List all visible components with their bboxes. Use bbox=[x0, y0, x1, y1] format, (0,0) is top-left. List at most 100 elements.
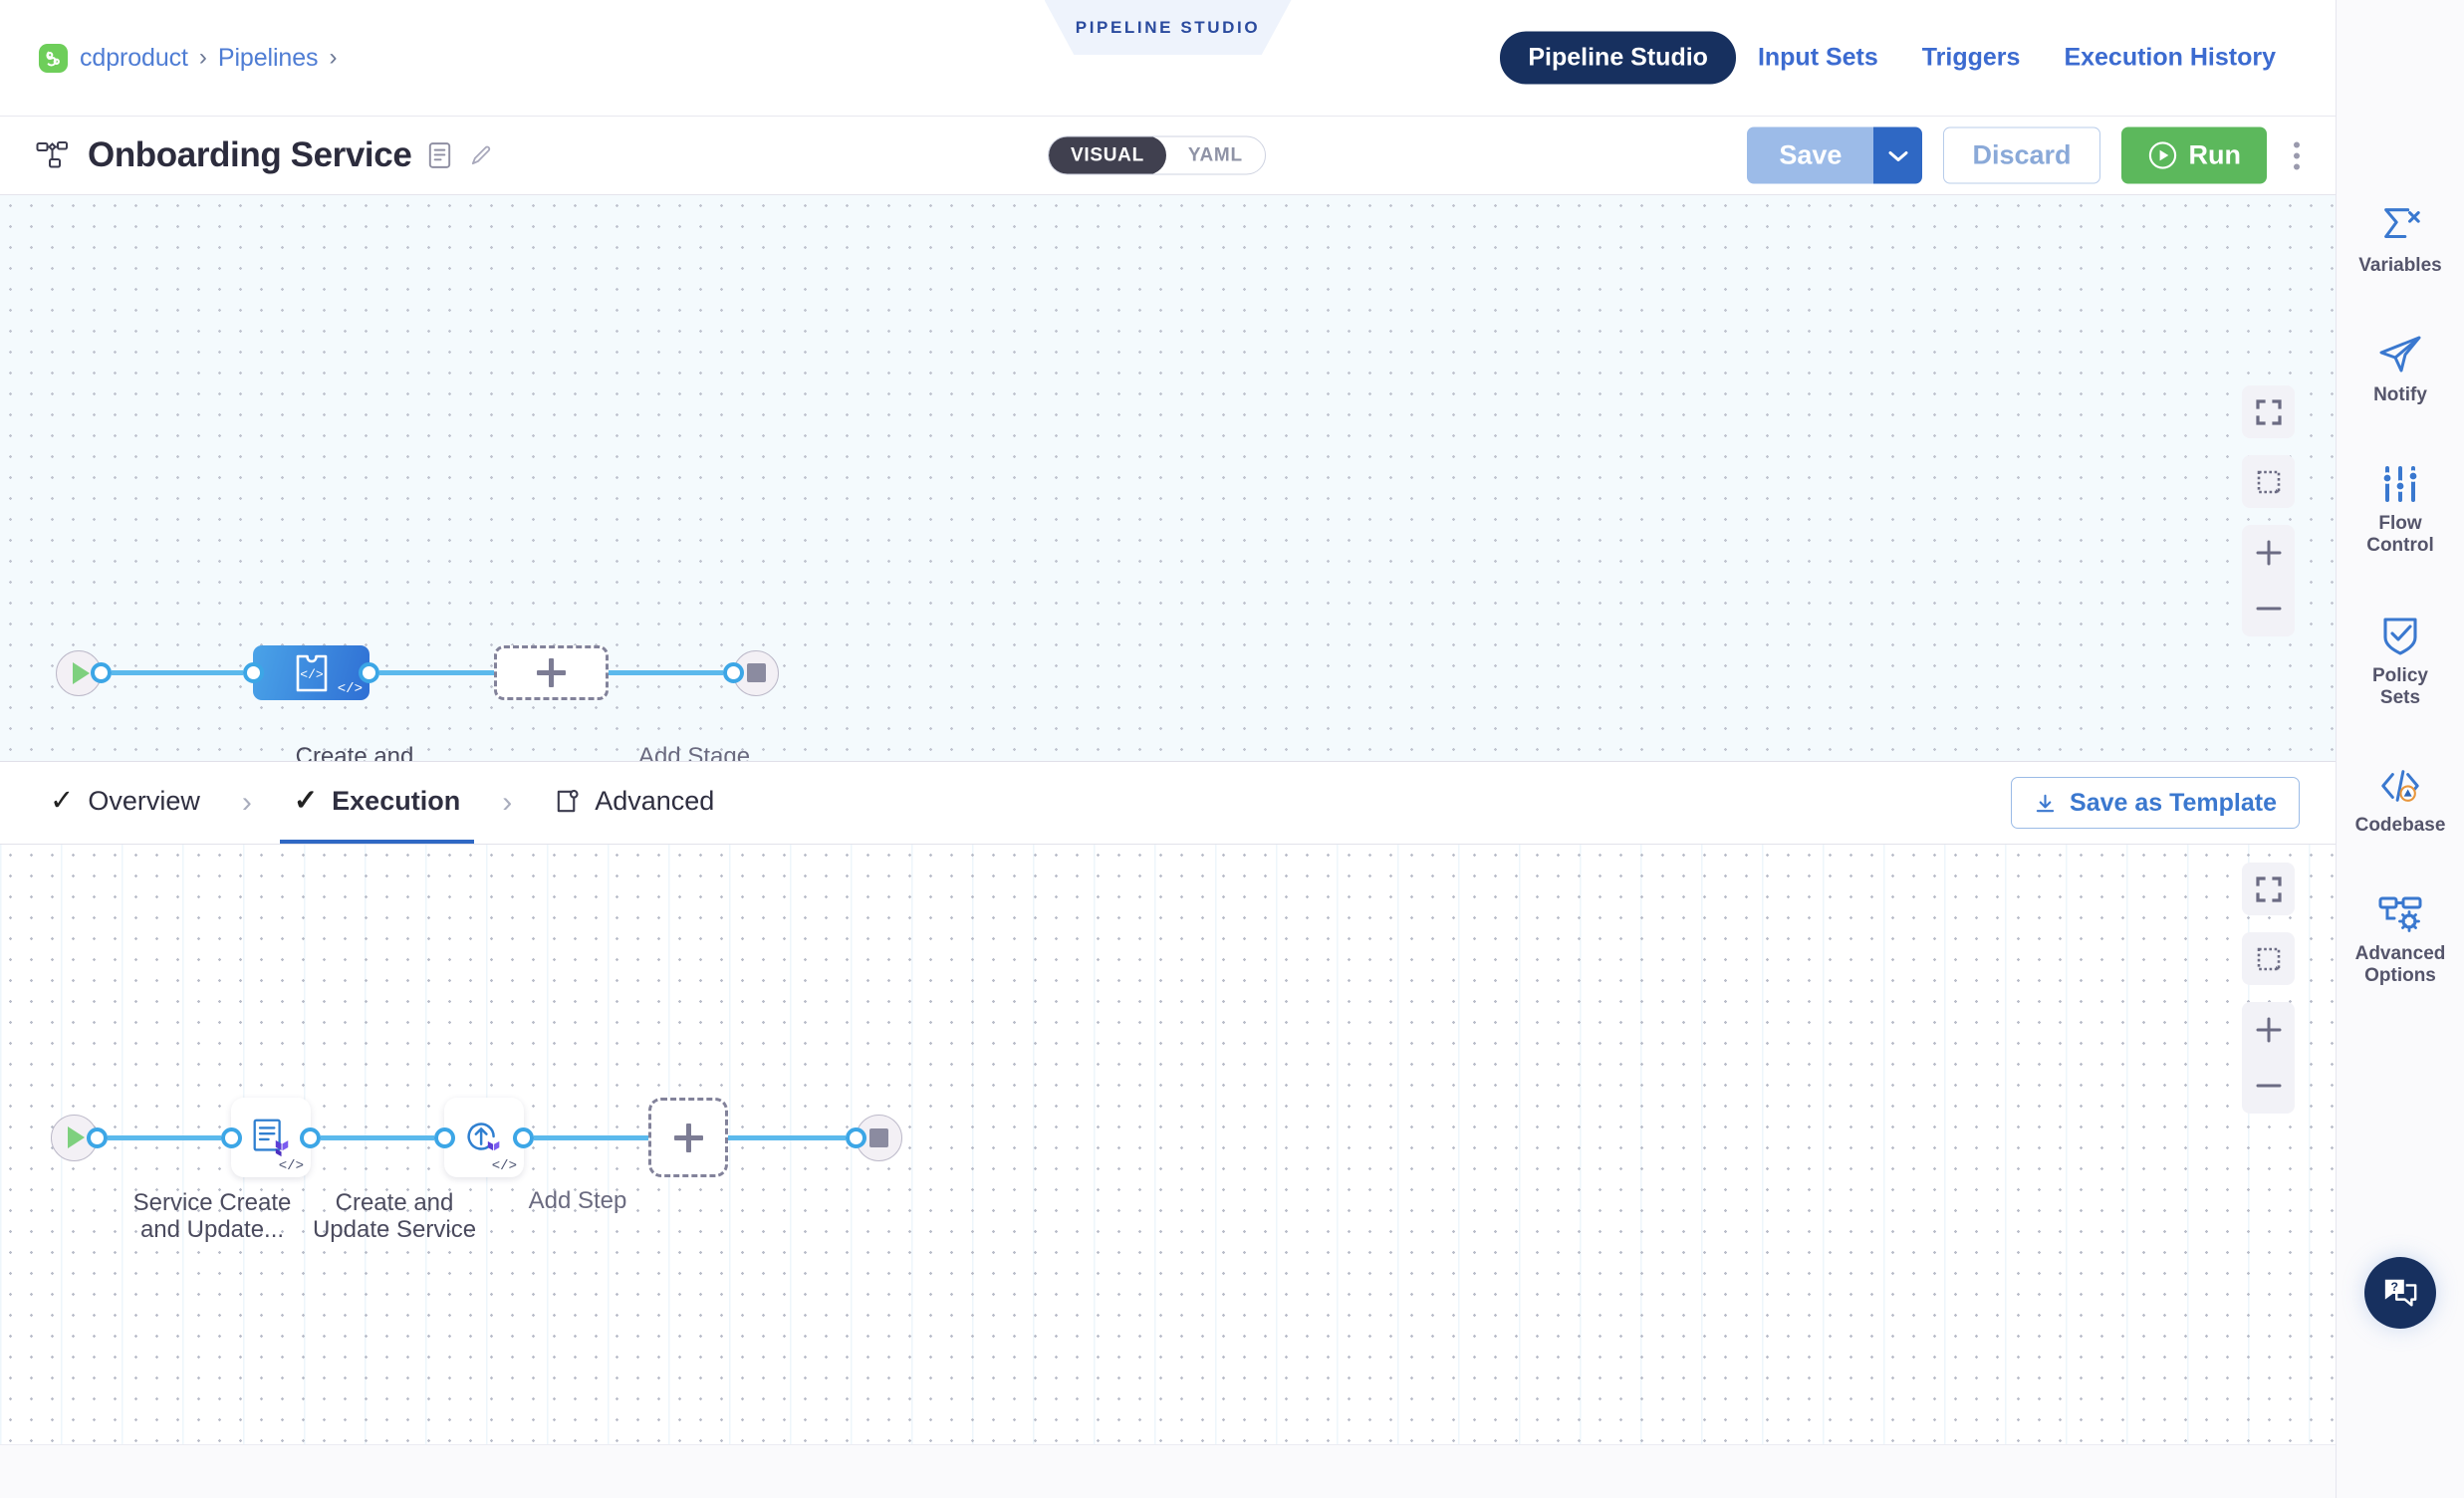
zoom-in-button[interactable] bbox=[2242, 1002, 2295, 1058]
breadcrumb-item-pipelines[interactable]: Pipelines bbox=[217, 43, 319, 72]
connector-port bbox=[846, 1126, 866, 1148]
save-as-template-label: Save as Template bbox=[2070, 788, 2277, 817]
play-circle-icon bbox=[2148, 141, 2176, 169]
top-nav-tabs: Pipeline Studio Input Sets Triggers Exec… bbox=[1500, 31, 2298, 85]
rail-item-notify-label: Notify bbox=[2373, 384, 2427, 406]
rail-item-flow-control-label: Flow Control bbox=[2366, 512, 2434, 557]
save-as-template-button[interactable]: Save as Template bbox=[2011, 777, 2300, 829]
plus-icon bbox=[2256, 540, 2281, 566]
connector-port bbox=[91, 662, 112, 683]
add-step-label: Add Step bbox=[528, 1187, 627, 1214]
breadcrumb-item-cdproduct[interactable]: cdproduct bbox=[80, 43, 188, 72]
play-icon bbox=[72, 661, 90, 684]
add-stage-label: Add Stage bbox=[637, 743, 751, 762]
connector-port bbox=[513, 1126, 534, 1148]
selection-box-button[interactable] bbox=[2242, 455, 2295, 508]
rail-item-notify[interactable]: Notify bbox=[2345, 334, 2455, 406]
stop-icon bbox=[746, 663, 766, 682]
check-icon: ✓ bbox=[50, 784, 75, 817]
connector-port bbox=[434, 1126, 455, 1148]
play-icon bbox=[68, 1126, 85, 1148]
breadcrumb: cdproduct › Pipelines › bbox=[0, 43, 337, 74]
rail-item-policy-sets[interactable]: Policy Sets bbox=[2345, 615, 2455, 710]
rail-item-codebase[interactable]: Codebase bbox=[2345, 766, 2455, 837]
rail-item-variables[interactable]: Variables bbox=[2345, 204, 2455, 277]
add-stage-label-group: Add Stage bbox=[605, 727, 784, 762]
check-icon: ✓ bbox=[293, 784, 319, 817]
tab-execution-label: Execution bbox=[332, 785, 461, 816]
stage-wizard-tabs: ✓ Overview › ✓ Execution › Advanced bbox=[0, 762, 2336, 845]
connector-line bbox=[609, 670, 723, 675]
rail-item-advanced-options[interactable]: Advanced Options bbox=[2345, 894, 2455, 988]
selection-box-button[interactable] bbox=[2242, 932, 2295, 985]
save-dropdown-button[interactable] bbox=[1873, 126, 1923, 184]
help-chat-button[interactable]: ? bbox=[2364, 1257, 2436, 1329]
rail-item-variables-label: Variables bbox=[2358, 255, 2442, 276]
step-canvas-zoom-controls bbox=[2242, 863, 2295, 1114]
stage-canvas-zoom-controls bbox=[2242, 385, 2295, 636]
connector-line bbox=[534, 1134, 648, 1140]
tab-pipeline-studio[interactable]: Pipeline Studio bbox=[1500, 31, 1736, 85]
tab-triggers[interactable]: Triggers bbox=[1921, 43, 2021, 72]
pipeline-start-node[interactable] bbox=[56, 649, 102, 696]
plus-icon bbox=[2256, 1017, 2281, 1043]
add-stage-node[interactable] bbox=[494, 645, 609, 700]
step-code-badge: </> bbox=[278, 1158, 304, 1174]
visual-yaml-toggle[interactable]: VISUAL YAML bbox=[1048, 135, 1266, 175]
step-node-label: Create and Update Service bbox=[312, 1189, 477, 1244]
help-chat-icon: ? bbox=[2384, 1279, 2417, 1307]
connector-port bbox=[243, 662, 264, 683]
plus-icon bbox=[673, 1123, 703, 1152]
zoom-out-button[interactable] bbox=[2242, 581, 2295, 636]
connector-port bbox=[87, 1126, 108, 1148]
upload-template-icon bbox=[2036, 794, 2055, 812]
step-node-service-create-and-update[interactable]: </> bbox=[231, 1098, 311, 1177]
pipeline-graph-icon bbox=[36, 141, 68, 168]
save-button[interactable]: Save bbox=[1747, 126, 1874, 184]
stage-canvas[interactable]: </> </> Create and Update Ser bbox=[0, 195, 2336, 762]
toggle-option-yaml[interactable]: YAML bbox=[1187, 144, 1243, 165]
discard-button[interactable]: Discard bbox=[1943, 126, 2100, 184]
zoom-out-button[interactable] bbox=[2242, 1058, 2295, 1114]
top-bar: cdproduct › Pipelines › PIPELINE STUDIO … bbox=[0, 0, 2336, 117]
rail-item-policy-sets-label: Policy Sets bbox=[2372, 664, 2428, 709]
breadcrumb-separator: › bbox=[198, 44, 207, 71]
kebab-menu-icon[interactable] bbox=[2288, 135, 2306, 175]
zoom-in-button[interactable] bbox=[2242, 525, 2295, 581]
toggle-option-visual[interactable]: VISUAL bbox=[1049, 136, 1166, 174]
pipeline-studio-banner-label: PIPELINE STUDIO bbox=[1075, 17, 1261, 37]
stage-node-create-and-update-service[interactable]: </> </> bbox=[253, 645, 370, 700]
rail-item-advanced-options-label: Advanced Options bbox=[2354, 942, 2446, 987]
run-button[interactable]: Run bbox=[2120, 126, 2267, 184]
fit-to-screen-button[interactable] bbox=[2242, 863, 2295, 915]
chevron-down-icon bbox=[1888, 150, 1908, 161]
fit-to-screen-button[interactable] bbox=[2242, 385, 2295, 438]
selection-box-icon bbox=[2257, 947, 2280, 970]
step-1-label-group: Service Create and Update... bbox=[123, 1173, 302, 1244]
add-step-node[interactable] bbox=[648, 1098, 728, 1177]
step-code-badge: </> bbox=[491, 1158, 517, 1174]
deployment-stage-icon: </> bbox=[296, 654, 327, 691]
svg-text:?: ? bbox=[2391, 1280, 2399, 1294]
pencil-icon[interactable] bbox=[468, 141, 493, 169]
connector-port bbox=[300, 1126, 321, 1148]
connector-line bbox=[321, 1134, 434, 1140]
tab-execution[interactable]: ✓ Execution bbox=[279, 762, 475, 844]
stage-code-badge: </> bbox=[337, 681, 363, 697]
rail-item-codebase-label: Codebase bbox=[2354, 815, 2446, 837]
connector-port bbox=[359, 662, 379, 683]
tab-advanced[interactable]: Advanced bbox=[540, 762, 728, 844]
step-canvas[interactable]: </> </> bbox=[0, 845, 2336, 1498]
document-icon[interactable] bbox=[427, 141, 452, 169]
tab-input-sets[interactable]: Input Sets bbox=[1757, 43, 1878, 72]
bottom-strip bbox=[0, 1444, 2336, 1498]
plus-icon bbox=[537, 658, 566, 687]
tab-execution-history[interactable]: Execution History bbox=[2064, 43, 2276, 72]
step-flow-row: </> </> bbox=[51, 1098, 902, 1177]
connector-port bbox=[221, 1126, 242, 1148]
tab-overview[interactable]: ✓ Overview bbox=[36, 762, 214, 844]
step-node-create-and-update-service[interactable]: </> bbox=[444, 1098, 524, 1177]
rail-item-flow-control[interactable]: Flow Control bbox=[2345, 464, 2455, 558]
flow-gear-icon bbox=[2378, 896, 2422, 932]
